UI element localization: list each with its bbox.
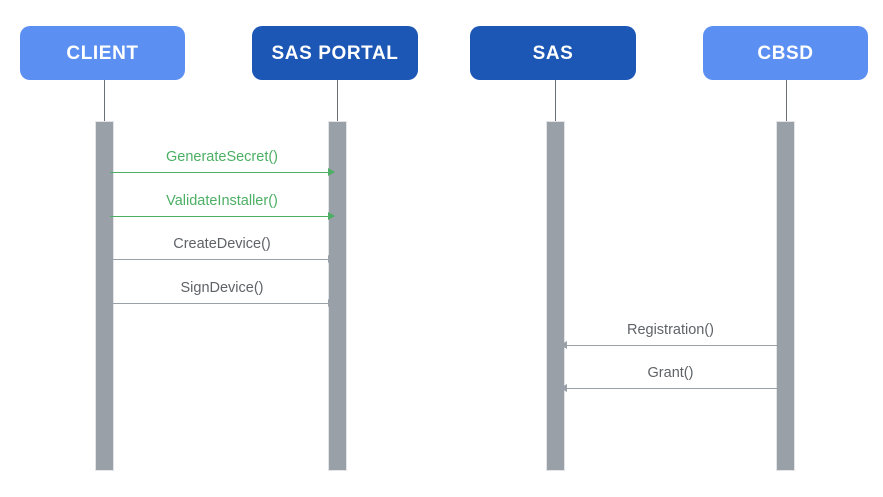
participant-label-client: CLIENT <box>66 42 139 64</box>
message-line-grant <box>561 388 780 389</box>
arrow-head-icon-generate-secret <box>328 168 335 176</box>
arrow-head-icon-sign-device <box>328 299 335 307</box>
participant-label-sas: SAS <box>532 42 574 64</box>
message-registration: Registration() <box>560 322 780 349</box>
message-label-sign-device: SignDevice() <box>180 280 264 297</box>
message-line-generate-secret <box>110 172 334 173</box>
participant-label-cbsd: CBSD <box>757 42 814 64</box>
lifeline-client <box>104 80 105 121</box>
participant-cbsd[interactable]: CBSD <box>703 26 868 80</box>
message-line-registration <box>561 345 780 346</box>
participant-sas[interactable]: SAS <box>470 26 636 80</box>
participant-client[interactable]: CLIENT <box>20 26 185 80</box>
message-validate-installer: ValidateInstaller() <box>110 193 335 220</box>
message-generate-secret: GenerateSecret() <box>110 149 335 176</box>
lifeline-sas-portal <box>337 80 338 121</box>
activation-bar-cbsd <box>776 121 795 471</box>
message-label-grant: Grant() <box>647 365 694 382</box>
message-line-sign-device <box>110 303 334 304</box>
lifeline-cbsd <box>786 80 787 121</box>
lifeline-sas <box>555 80 556 121</box>
message-grant: Grant() <box>560 365 780 392</box>
message-line-validate-installer <box>110 216 334 217</box>
message-label-generate-secret: GenerateSecret() <box>165 149 279 166</box>
message-create-device: CreateDevice() <box>110 236 335 263</box>
message-sign-device: SignDevice() <box>110 280 335 307</box>
arrow-head-icon-registration <box>560 341 567 349</box>
arrow-head-icon-validate-installer <box>328 212 335 220</box>
activation-bar-client <box>95 121 114 471</box>
arrow-head-icon-create-device <box>328 255 335 263</box>
message-line-create-device <box>110 259 334 260</box>
message-label-create-device: CreateDevice() <box>173 236 271 253</box>
activation-bar-sas-portal <box>328 121 347 471</box>
activation-bar-sas <box>546 121 565 471</box>
message-label-registration: Registration() <box>626 322 715 339</box>
participant-sas-portal[interactable]: SAS PORTAL <box>252 26 418 80</box>
arrow-head-icon-grant <box>560 384 567 392</box>
participant-label-sas-portal: SAS PORTAL <box>271 42 399 64</box>
message-label-validate-installer: ValidateInstaller() <box>166 193 278 210</box>
